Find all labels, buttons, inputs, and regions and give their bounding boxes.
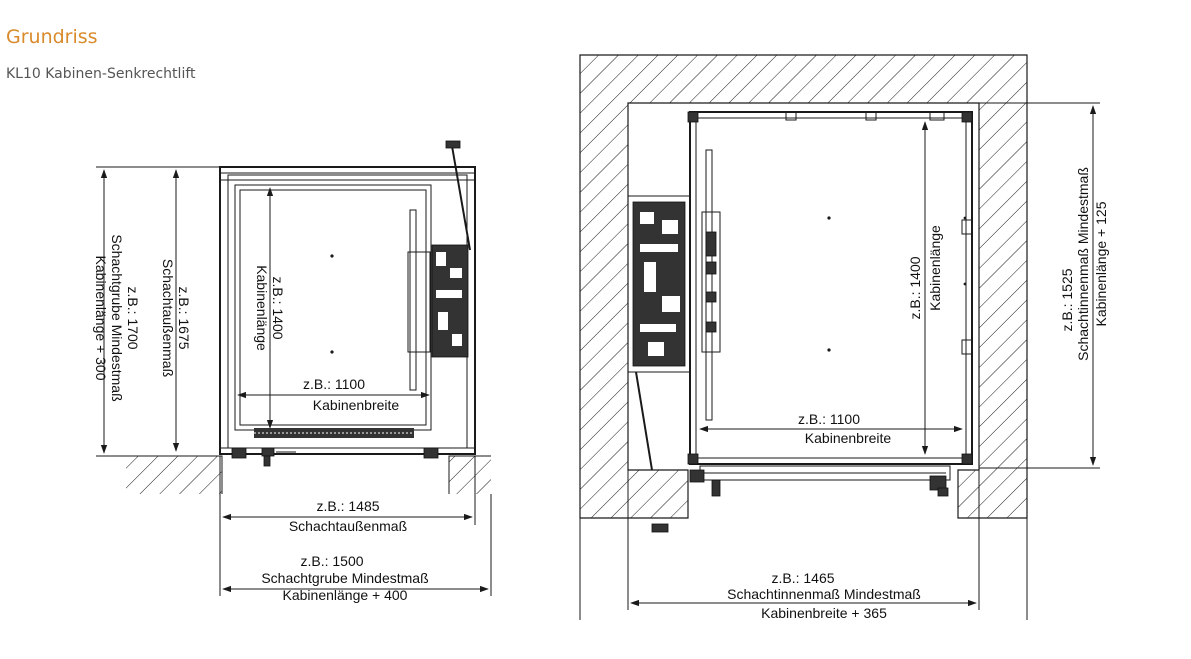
right-cabin-length-label: Kabinenlänge bbox=[927, 225, 943, 311]
left-pit-length-label: Schachtgrube Mindestmaß bbox=[109, 234, 125, 401]
right-control-panel bbox=[701, 211, 721, 353]
right-cabin bbox=[687, 111, 973, 465]
left-dimension-shaft-width: z.B.: 1485 Schachtaußenmaß bbox=[219, 456, 476, 596]
left-pit-length-formula: Kabinenlänge + 300 bbox=[93, 256, 109, 381]
left-shaft-length-label: Schachtaußenmaß bbox=[160, 259, 176, 377]
left-dimension-pit-width: z.B.: 1500 Schachtgrube Mindestmaß Kabin… bbox=[222, 494, 492, 603]
left-dimension-pit-length: z.B.: 1700 Schachtgrube Mindestmaß Kabin… bbox=[93, 166, 220, 457]
left-shaft-width-label: Schachtaußenmaß bbox=[289, 518, 407, 534]
left-cabin-width-value: z.B.: 1100 bbox=[303, 376, 365, 392]
right-shaft-inner-length-label: Schachtinnenmaß Mindestmaß bbox=[1075, 167, 1091, 361]
right-dimension-shaft-inner-length: z.B.: 1525 Schachtinnenmaß Mindestmaß Ka… bbox=[979, 102, 1109, 469]
page-title: Grundriss bbox=[6, 26, 98, 48]
left-pit-width-formula: Kabinenlänge + 400 bbox=[283, 587, 408, 603]
left-pit-width-label: Schachtgrube Mindestmaß bbox=[261, 570, 428, 586]
right-cabin-length-value: z.B.: 1400 bbox=[907, 256, 923, 319]
right-door-sill bbox=[651, 465, 951, 533]
right-cabin-width-label: Kabinenbreite bbox=[805, 430, 892, 446]
page-subtitle: KL10 Kabinen-Senkrechtlift bbox=[6, 66, 196, 82]
right-drive-unit bbox=[627, 195, 691, 471]
left-dimension-cabin-length: z.B.: 1400 Kabinenlänge bbox=[254, 187, 286, 429]
right-dimension-cabin-length: z.B.: 1400 Kabinenlänge bbox=[907, 121, 943, 455]
left-pit-width-value: z.B.: 1500 bbox=[300, 553, 363, 569]
right-dimension-cabin-width: z.B.: 1100 Kabinenbreite bbox=[699, 411, 963, 446]
right-dimension-shaft-inner-width: z.B.: 1465 Schachtinnenmaß Mindestmaß Ka… bbox=[627, 470, 980, 621]
left-cabin-width-label: Kabinenbreite bbox=[313, 397, 400, 413]
right-cabin-width-value: z.B.: 1100 bbox=[798, 411, 860, 427]
left-cabin-length-label: Kabinenlänge bbox=[254, 265, 270, 351]
left-shaft-width-value: z.B.: 1485 bbox=[316, 498, 379, 514]
left-pit-length-value: z.B.: 1700 bbox=[125, 286, 141, 349]
left-dimension-shaft-length: z.B.: 1675 Schachtaußenmaß bbox=[160, 169, 192, 452]
left-pit-edge-right bbox=[448, 455, 491, 494]
right-shaft-inner-length-value: z.B.: 1525 bbox=[1059, 268, 1075, 331]
left-drive-unit bbox=[407, 244, 469, 358]
left-cabin bbox=[234, 184, 432, 438]
left-door-hardware bbox=[231, 140, 471, 467]
right-shaft-inner-width-formula: Kabinenbreite + 365 bbox=[761, 605, 887, 621]
left-shaft-length-value: z.B.: 1675 bbox=[176, 286, 192, 349]
right-shaft-inner-length-formula: Kabinenlänge + 125 bbox=[1093, 201, 1109, 326]
right-shaft-inner-width-value: z.B.: 1465 bbox=[771, 570, 834, 586]
left-cabin-length-value: z.B.: 1400 bbox=[270, 276, 286, 339]
left-floor-plan: z.B.: 1700 Schachtgrube Mindestmaß Kabin… bbox=[93, 140, 492, 603]
left-dimension-cabin-width: z.B.: 1100 Kabinenbreite bbox=[237, 376, 430, 413]
left-pit-edge-left bbox=[126, 455, 223, 494]
right-shaft-inner-width-label: Schachtinnenmaß Mindestmaß bbox=[727, 586, 921, 602]
right-floor-plan: z.B.: 1400 Kabinenlänge z.B.: 1525 Schac… bbox=[579, 54, 1109, 621]
